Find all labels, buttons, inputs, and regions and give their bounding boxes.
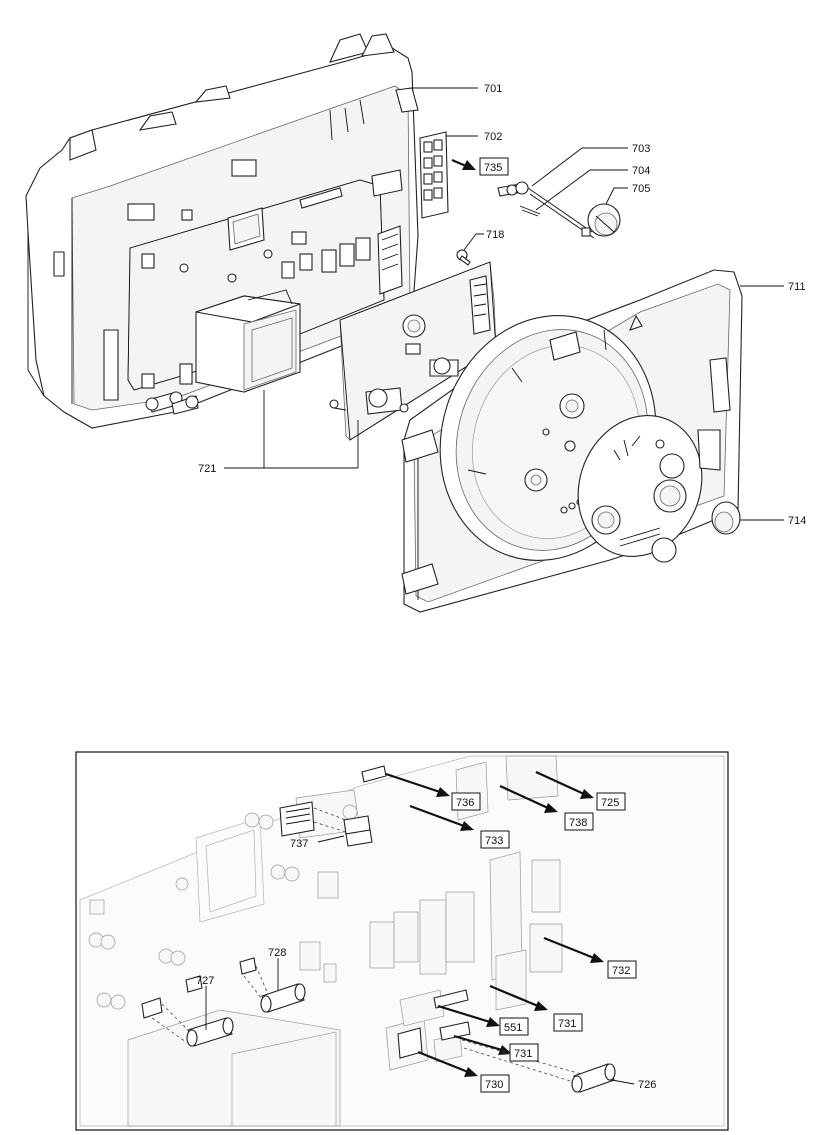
knob-714 — [711, 501, 741, 535]
label-736: 736 — [456, 797, 474, 809]
label-551: 551 — [504, 1022, 522, 1034]
label-731b: 731 — [514, 1048, 532, 1060]
detail-view — [75, 751, 729, 1131]
label-718: 718 — [486, 229, 504, 241]
screw-718 — [456, 249, 471, 266]
label-727: 727 — [196, 975, 214, 987]
label-704: 704 — [632, 165, 650, 177]
label-711: 711 — [788, 281, 806, 293]
label-730-box — [480, 1074, 510, 1093]
label-735: 735 — [484, 162, 502, 174]
label-738-box — [564, 812, 594, 831]
label-738: 738 — [569, 817, 587, 829]
label-735-box — [479, 157, 509, 176]
label-714: 714 — [788, 515, 806, 527]
display-board-721 — [329, 261, 497, 441]
label-721: 721 — [198, 463, 216, 475]
label-732-box — [607, 960, 637, 979]
knob-705 — [581, 203, 621, 237]
label-732: 732 — [612, 965, 630, 977]
front-panel-711 — [401, 269, 743, 613]
label-705: 705 — [632, 183, 650, 195]
label-725-box — [596, 792, 626, 811]
label-731a-box — [553, 1013, 583, 1032]
label-702: 702 — [484, 131, 502, 143]
label-728: 728 — [268, 947, 286, 959]
label-725: 725 — [601, 797, 619, 809]
label-701: 701 — [484, 83, 502, 95]
label-737: 737 — [290, 838, 308, 850]
label-733: 733 — [485, 835, 503, 847]
connector-strip-702 — [419, 131, 476, 219]
label-726: 726 — [638, 1079, 656, 1091]
label-703: 703 — [632, 143, 650, 155]
label-736-box — [451, 792, 481, 811]
top-leader-lines — [224, 87, 784, 521]
main-circuit-board — [127, 169, 403, 415]
label-551-box — [499, 1017, 529, 1036]
label-731b-box — [509, 1043, 539, 1062]
label-731a: 731 — [558, 1018, 576, 1030]
label-733-box — [480, 830, 510, 849]
sensor-703-704 — [497, 181, 595, 239]
label-730: 730 — [485, 1079, 503, 1091]
